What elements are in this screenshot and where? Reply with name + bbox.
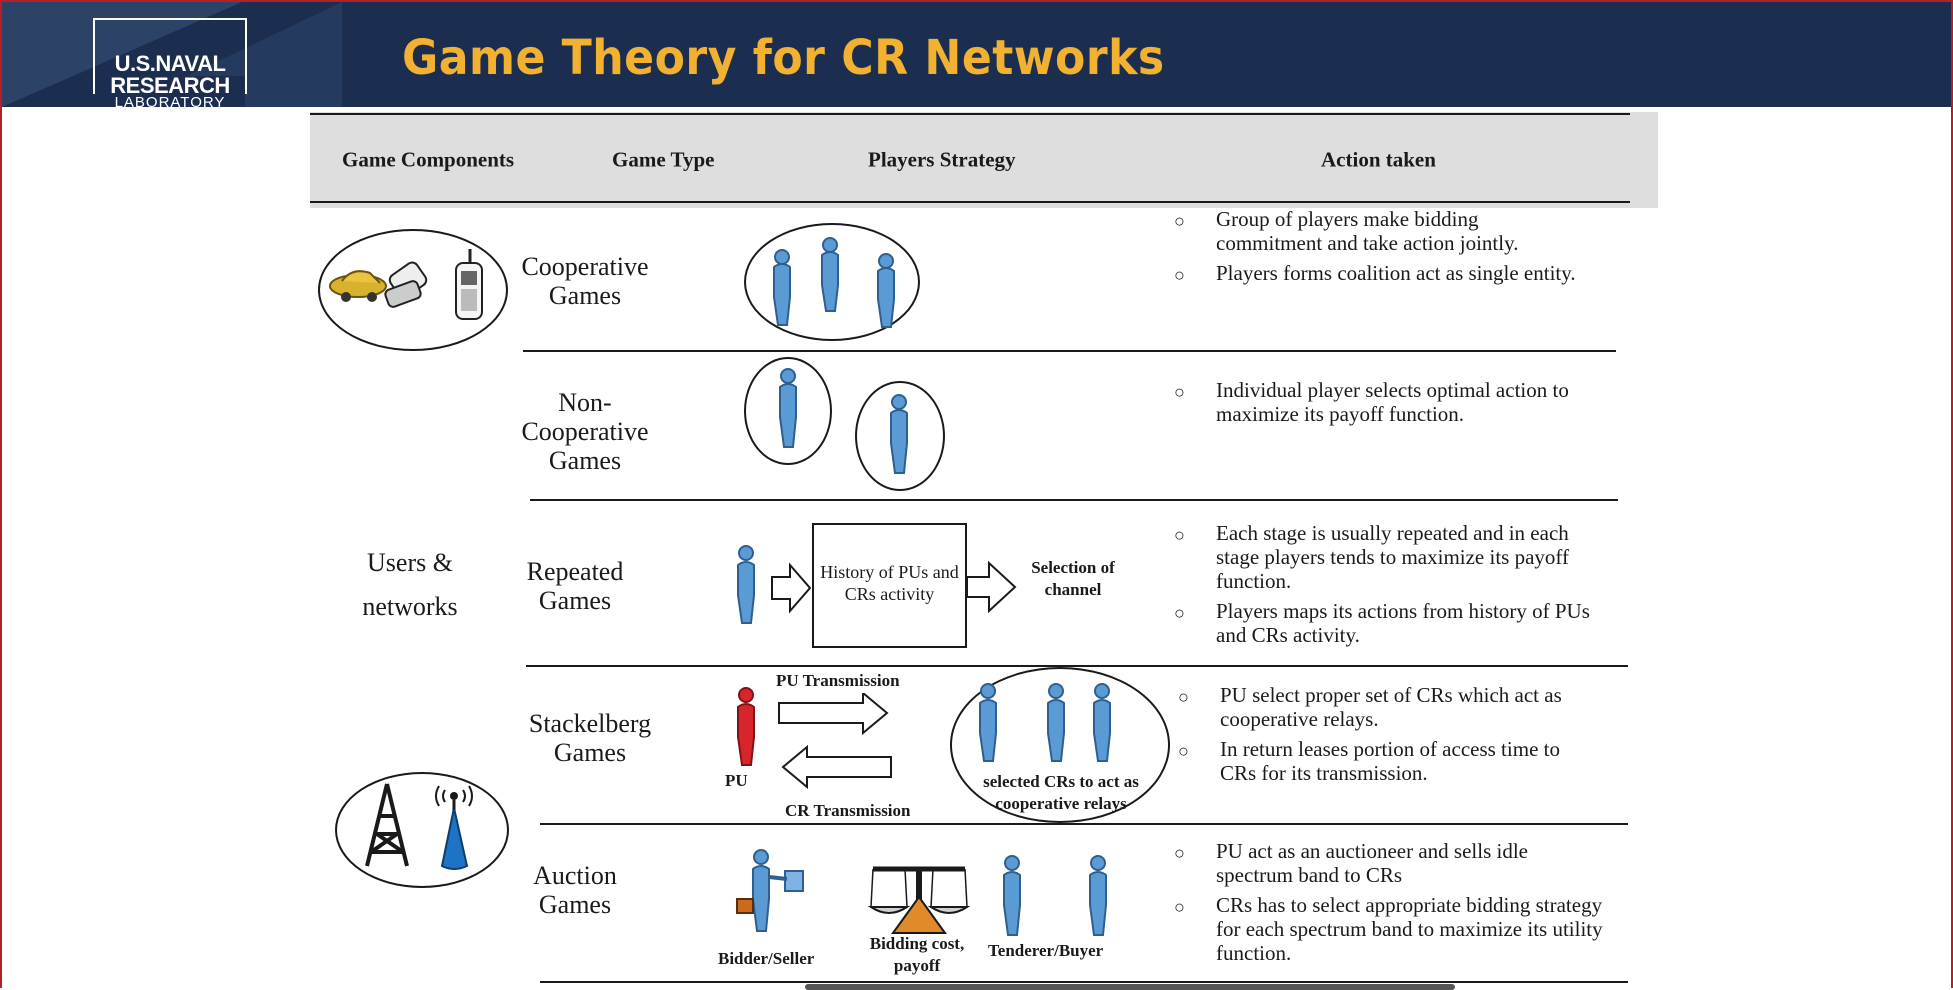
devices-icon <box>329 249 483 320</box>
col-action-taken: Action taken <box>1321 147 1436 172</box>
selection-of-channel: Selection of channel <box>1031 558 1115 599</box>
col-game-type: Game Type <box>612 147 715 172</box>
player-icon <box>890 394 908 474</box>
player-oval-1 <box>744 357 832 465</box>
rule-bottom <box>540 981 1628 983</box>
cr-transmission-label: CR Transmission <box>785 801 911 820</box>
action-non-cooperative-1: ○Individual player selects optimal actio… <box>1174 378 1569 426</box>
player-oval-2 <box>855 381 945 491</box>
slide-title: Game Theory for CR Networks <box>402 30 1165 86</box>
action-cooperative-1: ○Group of players make bidding commitmen… <box>1174 207 1519 255</box>
action-cooperative-2: ○Players forms coalition act as single e… <box>1174 261 1576 285</box>
rule-row2 <box>530 499 1618 501</box>
rule-row3 <box>526 665 1628 667</box>
table-header: Game Components Game Type Players Strate… <box>310 112 1658 208</box>
game-theory-table: Game Components Game Type Players Strate… <box>310 107 1658 990</box>
action-repeated-1: ○Each stage is usually repeated and in e… <box>1174 521 1570 593</box>
history-box: History of PUs and CRs activity <box>812 523 967 648</box>
coalition-oval <box>744 223 920 341</box>
relays-oval: selected CRs to act as cooperative relay… <box>950 667 1170 823</box>
pu-icon <box>737 687 755 766</box>
col-game-components: Game Components <box>342 147 515 172</box>
game-type-repeated: Repeated Games <box>526 557 624 615</box>
col-players-strategy: Players Strategy <box>868 147 1016 172</box>
pu-transmission-label: PU Transmission <box>776 671 900 690</box>
tenderer-icon <box>1003 855 1107 936</box>
devices-oval <box>318 229 508 351</box>
game-type-cooperative: Cooperative Games <box>521 252 649 310</box>
transmission-arrows-icon <box>778 693 892 790</box>
rule-row4 <box>540 823 1628 825</box>
video-progress-bar[interactable] <box>805 984 1455 990</box>
bidder-icon <box>736 849 804 932</box>
slide-header: U.S.NAVAL RESEARCH LABORATORY Game Theor… <box>2 2 1951 107</box>
action-auction-1: ○PU act as an auctioneer and sells idle … <box>1174 839 1528 887</box>
tenderer-buyer-label: Tenderer/Buyer <box>988 941 1104 960</box>
pu-label: PU <box>725 771 748 790</box>
nrl-logo: U.S.NAVAL RESEARCH LABORATORY <box>93 18 247 107</box>
scale-icon <box>867 866 971 934</box>
action-repeated-2: ○Players maps its actions from history o… <box>1174 599 1590 647</box>
relay-crs-icon <box>979 683 1111 762</box>
action-auction-2: ○CRs has to select appropriate bidding s… <box>1174 893 1603 965</box>
action-stackelberg-2: ○In return leases portion of access time… <box>1178 737 1560 785</box>
game-type-auction: Auction Games <box>533 861 617 919</box>
arrow-right-icon <box>966 560 1017 614</box>
towers-oval <box>335 772 509 888</box>
component-label: Users & networks <box>362 548 458 621</box>
coalition-players-icon <box>773 237 895 328</box>
player-icon <box>779 368 797 448</box>
game-type-stackelberg: Stackelberg Games <box>528 709 652 767</box>
repeated-player-arrow-icon <box>737 545 812 624</box>
rule-top <box>310 113 1630 115</box>
bidding-cost-label: Bidding cost, payoff <box>869 934 965 975</box>
rule-row1 <box>523 350 1616 352</box>
game-type-non-cooperative: Non- Cooperative Games <box>521 388 649 475</box>
tower-icon <box>365 783 473 870</box>
action-stackelberg-1: ○PU select proper set of CRs which act a… <box>1178 683 1562 731</box>
rule-header <box>310 201 1630 203</box>
bidder-seller-label: Bidder/Seller <box>718 949 815 968</box>
